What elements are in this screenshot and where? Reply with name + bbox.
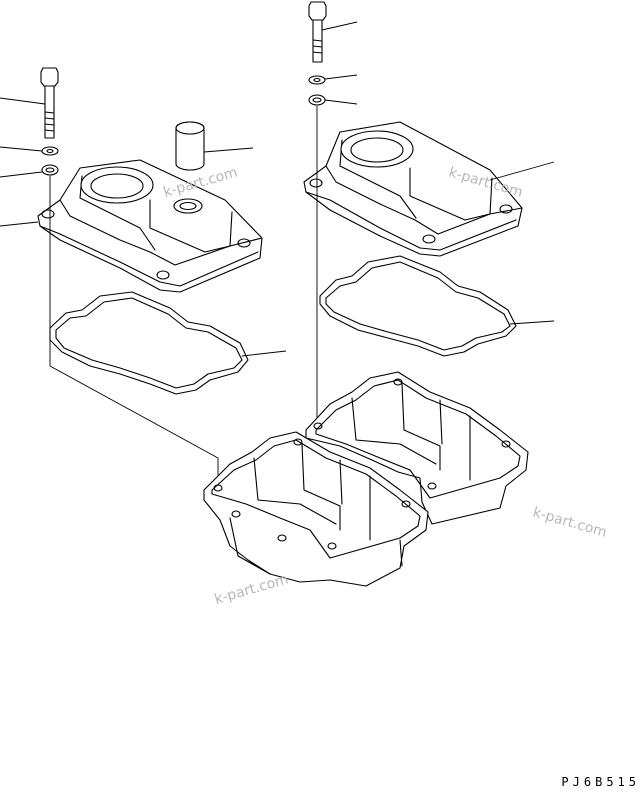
leader-washer-left-lower xyxy=(0,171,43,178)
guide-line-left xyxy=(49,176,219,480)
rocker-housing-rear xyxy=(305,371,529,525)
leader-pipe-sleeve xyxy=(203,147,254,153)
leader-washer-left-upper xyxy=(0,146,43,152)
washer-right-upper xyxy=(308,75,326,85)
bolt-left xyxy=(40,67,59,139)
washer-right-lower xyxy=(308,94,326,106)
leader-bolt-left xyxy=(0,97,46,105)
leader-washer-right-upper xyxy=(324,74,358,80)
leader-washer-right-lower xyxy=(324,99,358,105)
watermark-3: k-part.com xyxy=(531,504,609,540)
watermark-4: k-part.com xyxy=(213,571,291,607)
leader-cover-left xyxy=(0,221,39,227)
gasket-right xyxy=(319,255,517,357)
cylinder-head-cover-left xyxy=(37,159,263,293)
leader-bolt-right xyxy=(321,21,358,31)
bolt-right xyxy=(308,1,327,63)
leader-gasket-right xyxy=(509,320,555,325)
rocker-housing-front xyxy=(203,431,429,587)
drawing-code: PJ6B515 xyxy=(561,775,640,789)
leader-gasket-left xyxy=(241,350,287,357)
leader-cover-right xyxy=(489,161,555,181)
cylinder-head-cover-right xyxy=(303,121,523,257)
washer-left-lower xyxy=(41,164,59,176)
gasket-left xyxy=(49,291,249,395)
pipe-sleeve xyxy=(175,121,205,171)
washer-left-upper xyxy=(41,146,59,156)
